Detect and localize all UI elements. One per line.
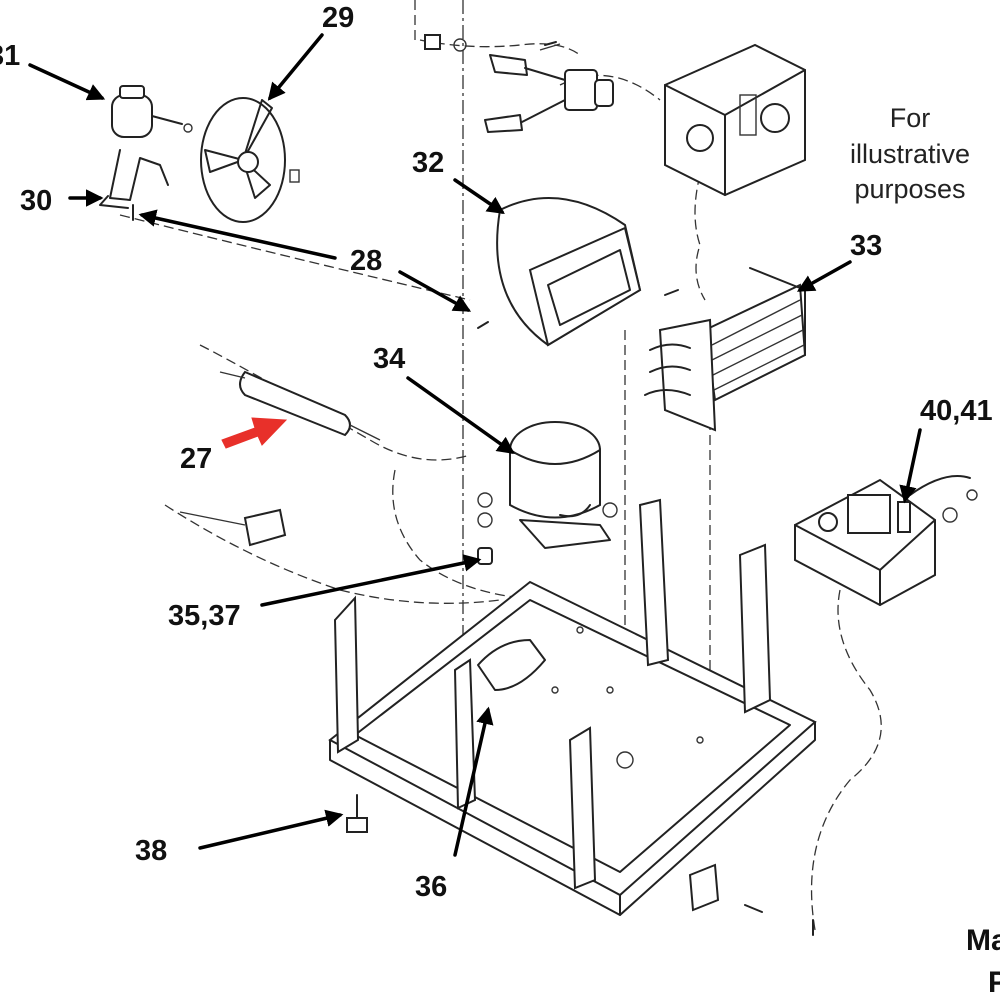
label-part-34: 34 [373, 343, 405, 375]
fan-motor-part [99, 85, 193, 209]
label-part-32: 32 [412, 147, 444, 179]
leveling-leg-part [346, 794, 368, 833]
label-part-28: 28 [350, 245, 382, 277]
label-part-30: 30 [20, 185, 52, 217]
part-labels: 31 29 30 28 32 33 34 27 35,37 36 38 40,4… [0, 2, 993, 903]
label-part-29: 29 [322, 2, 354, 34]
leader-arrows [28, 33, 922, 857]
note-line-1: For [890, 103, 931, 133]
label-part-33: 33 [850, 230, 882, 262]
drier-part [179, 370, 381, 547]
label-part-38: 38 [135, 835, 167, 867]
illustrative-note: For illustrative purposes [850, 103, 970, 204]
label-part-40-41: 40,41 [920, 395, 993, 427]
control-box-part [664, 43, 806, 197]
label-part-35-37: 35,37 [168, 600, 241, 632]
note-line-3: purposes [854, 174, 965, 204]
fan-shroud-part [496, 197, 642, 347]
highlight-arrow [221, 417, 288, 449]
condenser-part [644, 267, 807, 432]
label-part-27: 27 [180, 443, 212, 475]
cutoff-caption: Ma P [966, 924, 1000, 999]
label-part-36: 36 [415, 871, 447, 903]
note-line-2: illustrative [850, 139, 970, 169]
screws [132, 41, 814, 936]
compressor-part [477, 421, 618, 565]
water-valve-part [424, 34, 614, 133]
cutoff-text-1: Ma [966, 924, 1000, 957]
cutoff-text-2: P [988, 966, 1000, 999]
fan-blade-part [200, 97, 300, 223]
drain-pump-part [794, 475, 978, 607]
label-part-31: 31 [0, 40, 20, 72]
assembly-guide-lines [119, 0, 882, 931]
base-frame-part [328, 498, 817, 916]
